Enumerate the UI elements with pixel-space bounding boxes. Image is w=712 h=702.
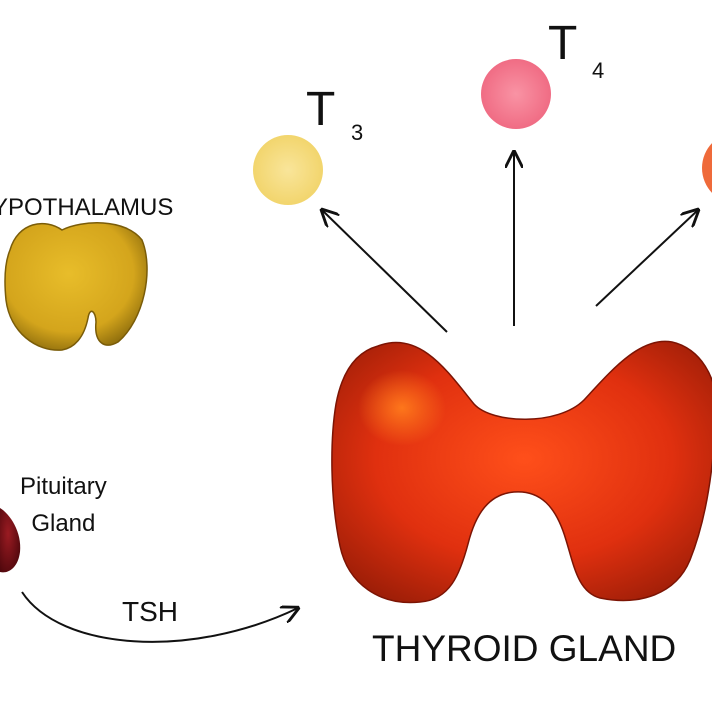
t4-label: T bbox=[548, 17, 578, 70]
thyroid-gland-label: THYROID GLAND bbox=[372, 628, 677, 669]
thyroid-left-lobe-highlight bbox=[358, 370, 446, 446]
tsh-label: TSH bbox=[122, 596, 178, 627]
third-hormone-arrow bbox=[595, 210, 698, 307]
pituitary-shape bbox=[0, 508, 21, 573]
hypothalamus-shape bbox=[4, 222, 148, 351]
pituitary-label-line2: Gland bbox=[31, 510, 96, 537]
pituitary-label-line1: Pituitary bbox=[20, 473, 107, 500]
t4-hormone-circle bbox=[481, 59, 551, 129]
pituitary-label: Pituitary Gland bbox=[20, 468, 107, 542]
t3-label: T bbox=[306, 83, 336, 136]
t3-arrow bbox=[322, 210, 448, 333]
third-hormone-circle bbox=[702, 143, 712, 193]
t4-subscript: 4 bbox=[592, 58, 605, 83]
hypothalamus-label: YPOTHALAMUS bbox=[0, 194, 174, 221]
tsh-arrow bbox=[21, 591, 298, 643]
t3-subscript: 3 bbox=[351, 120, 364, 145]
t3-hormone-circle bbox=[253, 135, 323, 205]
